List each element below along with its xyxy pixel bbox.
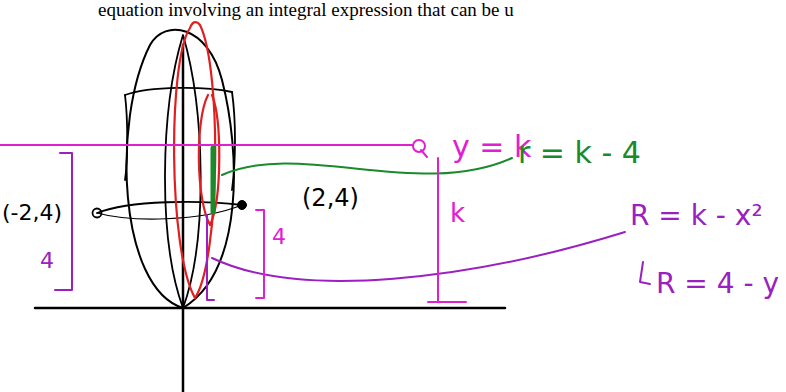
dimension-bracket <box>256 210 264 298</box>
equation-label: R = k - x² <box>630 202 763 230</box>
dimension-label: k <box>450 200 465 226</box>
hook <box>640 262 650 284</box>
inner-lens <box>165 35 201 308</box>
page-text: equation involving an integral expressio… <box>98 0 514 19</box>
solid-outline <box>126 30 233 308</box>
point <box>93 209 102 218</box>
outer-radius-loop <box>174 22 215 298</box>
inner-radius-loop <box>199 95 219 225</box>
axis-of-rotation <box>0 144 413 146</box>
equation-label: R = 4 - y <box>656 270 779 298</box>
equation-label: r = k - 4 <box>518 138 641 168</box>
point <box>238 201 247 210</box>
inner-radius <box>211 148 216 212</box>
x-axis <box>35 307 505 310</box>
dimension-bracket <box>428 158 466 302</box>
point-label: (2,4) <box>302 186 359 210</box>
y-axis <box>182 45 185 392</box>
dimension-label: 4 <box>40 250 54 272</box>
point-label: (-2,4) <box>2 202 62 224</box>
dimension-label: 4 <box>272 226 286 248</box>
